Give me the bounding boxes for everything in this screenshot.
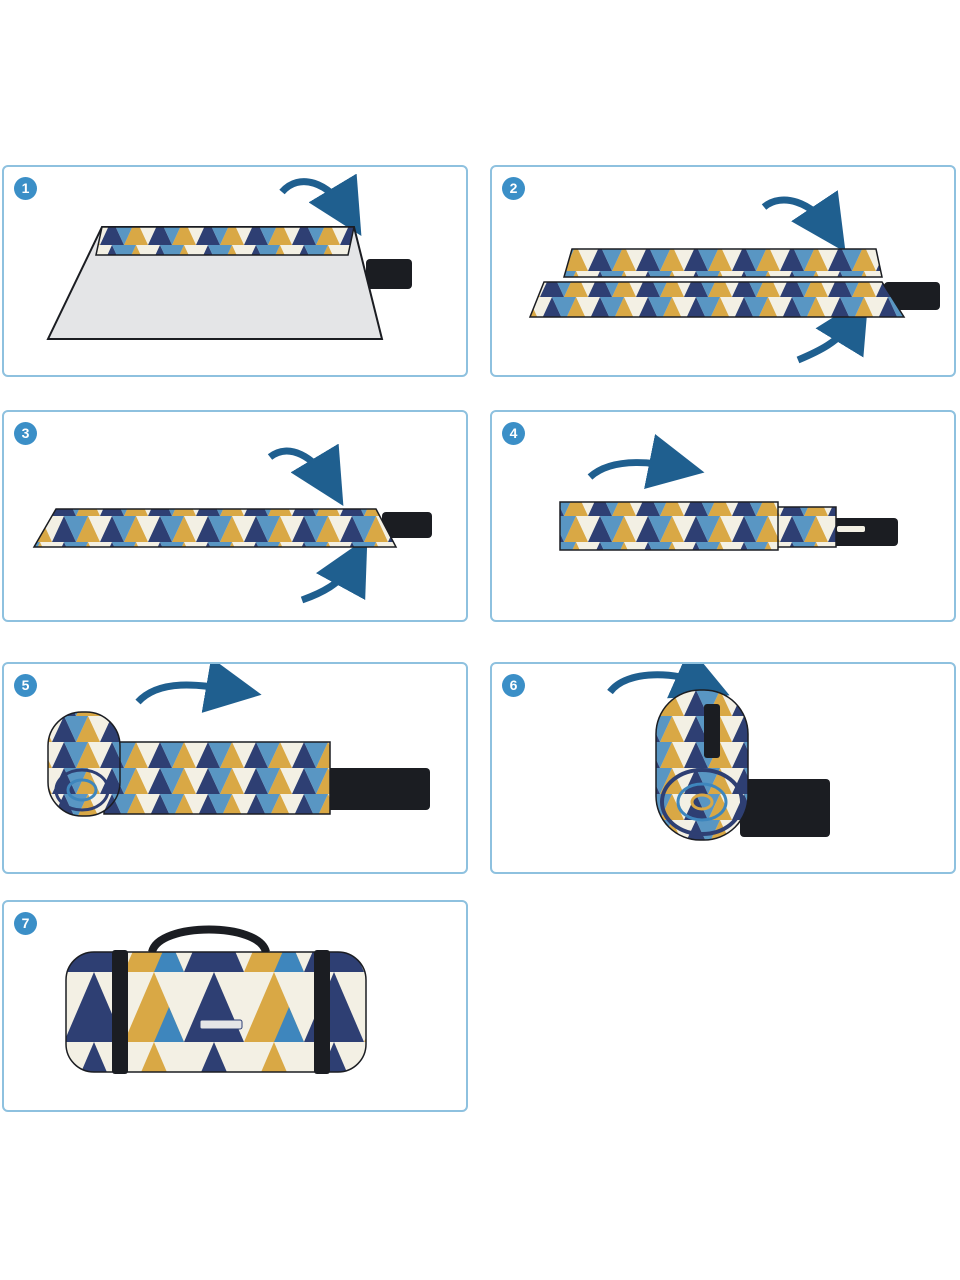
roll-arrow-icon	[607, 664, 730, 699]
step-7-badge: 7	[14, 912, 37, 935]
step-1-badge: 1	[14, 177, 37, 200]
step-2-badge: 2	[502, 177, 525, 200]
step-3-illustration	[32, 443, 432, 604]
step-1-panel: 1	[2, 165, 468, 377]
strap-slot	[837, 526, 865, 532]
blanket-front-fold	[559, 501, 779, 551]
roll-spiral	[54, 768, 110, 812]
fold-arrow-icon	[267, 443, 344, 507]
step-4-illustration	[559, 434, 898, 551]
fold-arrow-icon	[587, 434, 705, 489]
blanket-top-layer	[563, 248, 883, 278]
roll-arrow-icon	[135, 664, 262, 713]
step-5-panel: 5	[2, 662, 468, 874]
step-4-badge: 4	[502, 422, 525, 445]
step-6-badge: 6	[502, 674, 525, 697]
step-2-panel: 2	[490, 165, 956, 377]
blanket-roll	[47, 711, 121, 817]
folded-edge	[95, 226, 355, 256]
step-2-illustration	[528, 190, 940, 364]
left-strap	[112, 950, 128, 1074]
roll-spiral	[660, 768, 744, 836]
strap	[740, 779, 830, 837]
right-strap	[314, 950, 330, 1074]
brand-label	[199, 1019, 243, 1030]
step-4-panel: 4	[490, 410, 956, 622]
blanket-strip	[32, 508, 398, 548]
blanket-bottom-layer	[528, 281, 906, 318]
step-3-badge: 3	[14, 422, 37, 445]
roll-strap	[704, 704, 720, 758]
strap	[322, 768, 430, 810]
blanket-roll	[655, 689, 749, 841]
fold-arrow-icon	[761, 190, 846, 253]
step-6-panel: 6	[490, 662, 956, 874]
blanket-flat	[103, 741, 331, 815]
fold-arrow-icon	[279, 173, 362, 237]
step-3-panel: 3	[2, 410, 468, 622]
step-5-badge: 5	[14, 674, 37, 697]
fold-arrow-icon	[796, 295, 869, 364]
step-5-illustration	[47, 664, 430, 817]
fold-arrow-icon	[300, 537, 368, 604]
closed-roll	[65, 951, 367, 1073]
strap	[366, 259, 412, 289]
step-1-illustration	[46, 173, 412, 340]
strap	[382, 512, 432, 538]
strap	[884, 282, 940, 310]
step-7-illustration	[65, 925, 367, 1074]
blanket-back-fold	[771, 506, 837, 548]
step-6-illustration	[607, 664, 830, 841]
step-7-panel: 7	[2, 900, 468, 1112]
carry-handle	[148, 925, 270, 954]
